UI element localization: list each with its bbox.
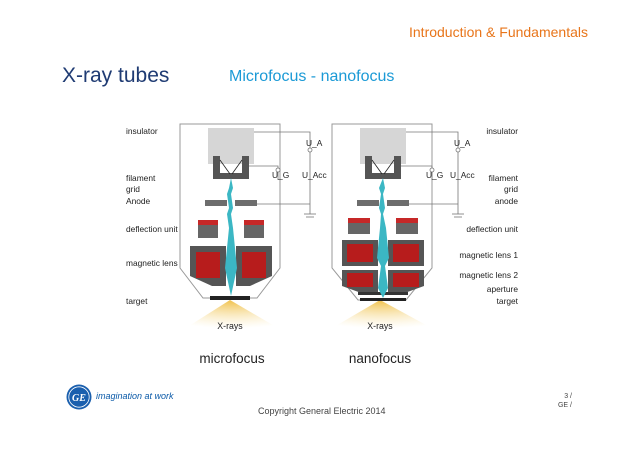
electron-beam <box>377 178 389 298</box>
voltage-uacc-right: U_Acc <box>450 170 475 180</box>
label-anode-left: Anode <box>126 196 151 206</box>
page-line-1: 3 / <box>564 393 572 400</box>
label-lens-left: magnetic lens <box>126 258 178 268</box>
page-number: 3 / GE / <box>558 392 572 410</box>
label-grid-left: grid <box>126 184 140 194</box>
label-target-right: target <box>497 296 519 306</box>
slide-subtitle: Microfocus - nanofocus <box>229 68 395 85</box>
page-line-2: GE / <box>557 402 572 410</box>
voltage-uacc-left: U_Acc <box>302 170 327 180</box>
label-lens2-right: magnetic lens 2 <box>459 270 518 280</box>
label-deflection-right: deflection unit <box>466 224 518 234</box>
xray-tube-diagram: U_A U_G U_Acc U_A U_G U_Acc insulator fi… <box>126 123 519 366</box>
electron-beam <box>225 178 237 296</box>
voltage-ua-left: U_A <box>306 138 323 148</box>
target-plate <box>210 296 250 300</box>
caption-nanofocus: nanofocus <box>349 351 412 366</box>
ge-logo: GE <box>66 384 92 410</box>
label-insulator-right: insulator <box>486 126 518 136</box>
label-insulator-left: insulator <box>126 126 158 136</box>
label-aperture-right: aperture <box>487 284 519 294</box>
filament-holder <box>213 156 220 178</box>
xray-cone-right <box>315 300 450 338</box>
xray-cone-left <box>170 300 295 338</box>
label-anode-right: anode <box>495 196 519 206</box>
label-grid-right: grid <box>504 184 518 194</box>
label-filament-right: filament <box>489 173 519 183</box>
nanofocus-tube <box>331 123 464 301</box>
section-header: Introduction & Fundamentals <box>409 24 588 40</box>
microfocus-tube <box>179 123 316 300</box>
left-labels: insulator filament grid Anode deflection… <box>126 126 178 306</box>
right-labels: insulator filament grid anode deflection… <box>459 126 518 306</box>
ge-logo-text: GE <box>72 393 86 404</box>
voltage-ug-right: U_G <box>426 170 443 180</box>
ge-tagline: imagination at work <box>96 391 174 401</box>
slide-title: X-ray tubes <box>62 64 170 87</box>
label-deflection-left: deflection unit <box>126 224 178 234</box>
label-lens1-right: magnetic lens 1 <box>459 250 518 260</box>
target-plate <box>360 298 406 301</box>
label-target-left: target <box>126 296 148 306</box>
label-filament-left: filament <box>126 173 156 183</box>
copyright-text: Copyright General Electric 2014 <box>258 406 386 416</box>
filament-holder <box>365 156 372 178</box>
voltage-ua-right: U_A <box>454 138 471 148</box>
anode-plate <box>205 200 227 206</box>
anode-plate <box>357 200 379 206</box>
voltage-ug-left: U_G <box>272 170 289 180</box>
caption-microfocus: microfocus <box>199 351 265 366</box>
xrays-label-right: X-rays <box>367 321 393 331</box>
xrays-label-left: X-rays <box>217 321 243 331</box>
